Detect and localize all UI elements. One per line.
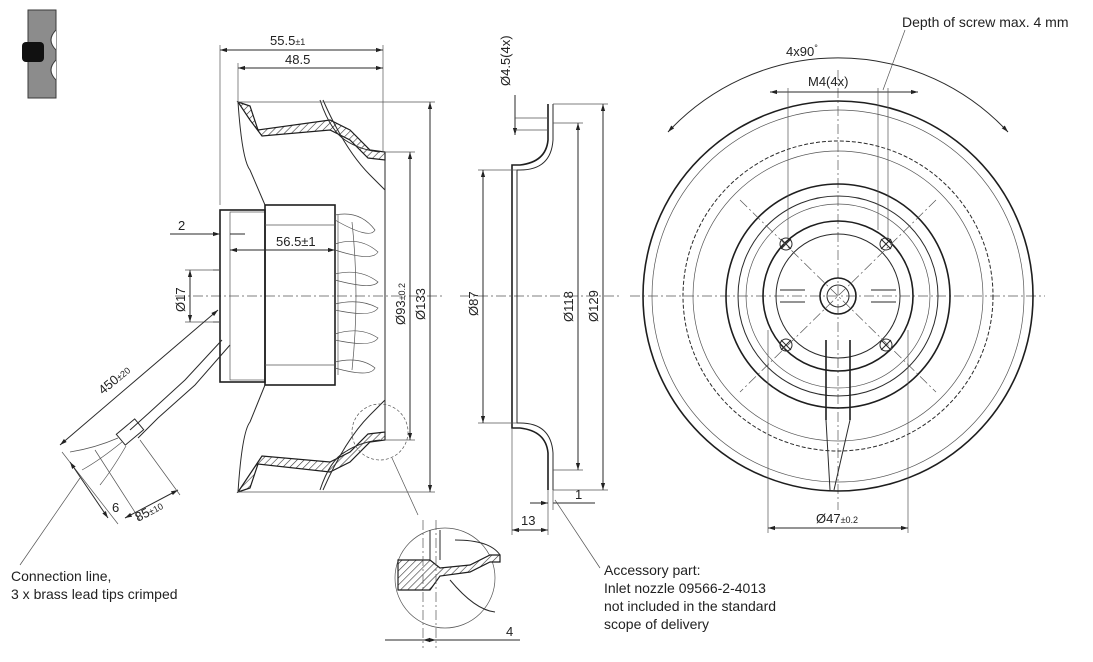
svg-text:4x90°: 4x90° xyxy=(786,43,818,59)
dim-85-tol: ±10 xyxy=(147,501,165,517)
note-connection-line-2: 3 x brass lead tips crimped xyxy=(11,586,178,602)
dim-4x90-deg: ° xyxy=(814,43,818,53)
note-accessory-4: scope of delivery xyxy=(604,616,709,632)
svg-text:55.5±1: 55.5±1 xyxy=(270,33,305,48)
dimension-labels: 55.5±1 48.5 2 56.5±1 Ø17 Ø93±0.2 Ø133 45… xyxy=(95,33,858,639)
mounting-symbol-icon xyxy=(22,9,57,99)
svg-text:Ø47±0.2: Ø47±0.2 xyxy=(816,511,858,526)
dim-93: Ø93 xyxy=(393,300,408,325)
dim-17: Ø17 xyxy=(173,287,188,312)
dim-6: 6 xyxy=(112,500,119,515)
dim-47: Ø47 xyxy=(816,511,841,526)
dim-13: 13 xyxy=(521,513,535,528)
dim-93-tol: ±0.2 xyxy=(397,283,407,300)
dim-47-tol: ±0.2 xyxy=(841,515,858,525)
dim-4-5: Ø4.5(4x) xyxy=(498,35,513,86)
notes: Depth of screw max. 4 mm Connection line… xyxy=(11,14,1069,632)
svg-text:450±20: 450±20 xyxy=(95,362,133,397)
detail-view xyxy=(385,520,520,648)
dim-55-5-tol: ±1 xyxy=(295,37,305,47)
dim-87: Ø87 xyxy=(466,291,481,316)
dim-55-5: 55.5 xyxy=(270,33,295,48)
note-screw-depth: Depth of screw max. 4 mm xyxy=(902,14,1069,30)
note-accessory-1: Accessory part: xyxy=(604,562,700,578)
svg-text:Ø93±0.2: Ø93±0.2 xyxy=(393,283,408,325)
dim-4x90: 4x90 xyxy=(786,44,814,59)
note-accessory-3: not included in the standard xyxy=(604,598,776,614)
dim-85: 85 xyxy=(132,505,152,525)
svg-text:85±10: 85±10 xyxy=(132,498,165,525)
dim-2: 2 xyxy=(178,218,185,233)
inlet-nozzle-view xyxy=(460,95,620,569)
dim-133: Ø133 xyxy=(413,288,428,320)
dim-1: 1 xyxy=(575,487,582,502)
note-accessory-2: Inlet nozzle 09566-2-4013 xyxy=(604,580,766,596)
dim-m4: M4(4x) xyxy=(808,74,848,89)
front-view xyxy=(630,29,1045,533)
dim-129: Ø129 xyxy=(586,290,601,322)
side-view-dimensions xyxy=(19,45,435,566)
dim-4: 4 xyxy=(506,624,513,639)
dim-48-5: 48.5 xyxy=(285,52,310,67)
side-section-view xyxy=(69,99,445,516)
dim-56-5: 56.5±1 xyxy=(276,234,316,249)
note-connection-line: Connection line, xyxy=(11,568,111,584)
dim-118: Ø118 xyxy=(561,291,576,322)
